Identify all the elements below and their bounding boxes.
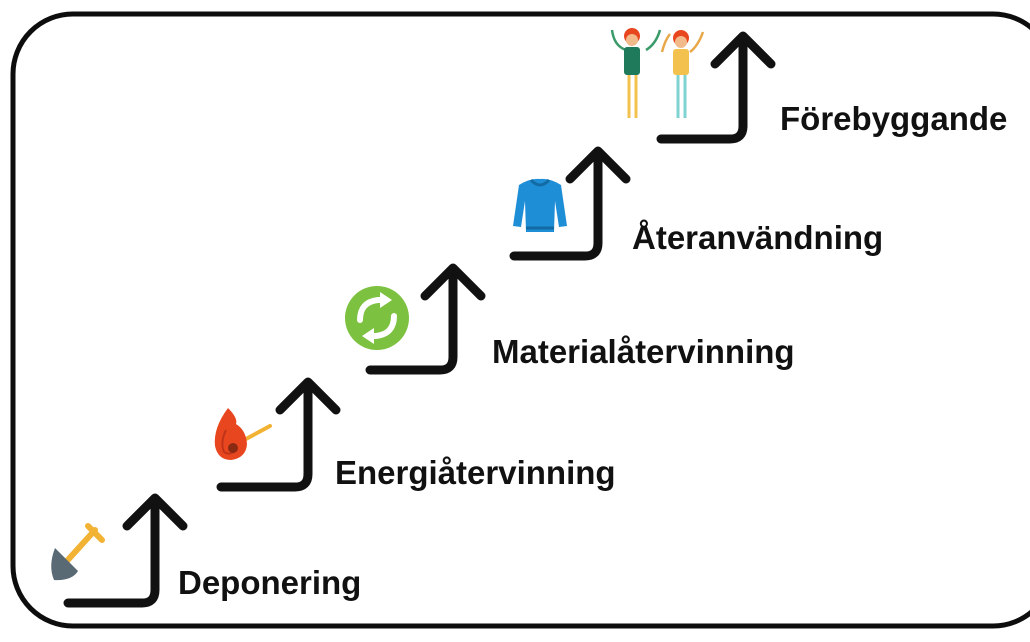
step-arrow-ateranvandning (509, 146, 631, 261)
cheering-people-icon (610, 28, 705, 118)
step-arrow-energiatervinning (216, 377, 341, 492)
recycling-icon (345, 286, 409, 350)
burning-match-icon (214, 408, 272, 460)
step-label-energiatervinning: Energiåtervinning (335, 454, 616, 491)
diagram-frame (10, 11, 1030, 629)
step-label-forebyggande: Förebyggande (780, 100, 1008, 137)
sweater-icon (513, 178, 567, 232)
step-label-ateranvandning: Återanvändning (632, 219, 884, 256)
step-label-deponering: Deponering (178, 564, 362, 601)
step-arrow-forebyggande (656, 31, 776, 144)
step-arrow-deponering (63, 493, 188, 608)
shovel-icon (51, 523, 105, 581)
step-arrow-materialatervinning (365, 263, 486, 375)
step-label-materialatervinning: Materialåtervinning (492, 333, 795, 370)
